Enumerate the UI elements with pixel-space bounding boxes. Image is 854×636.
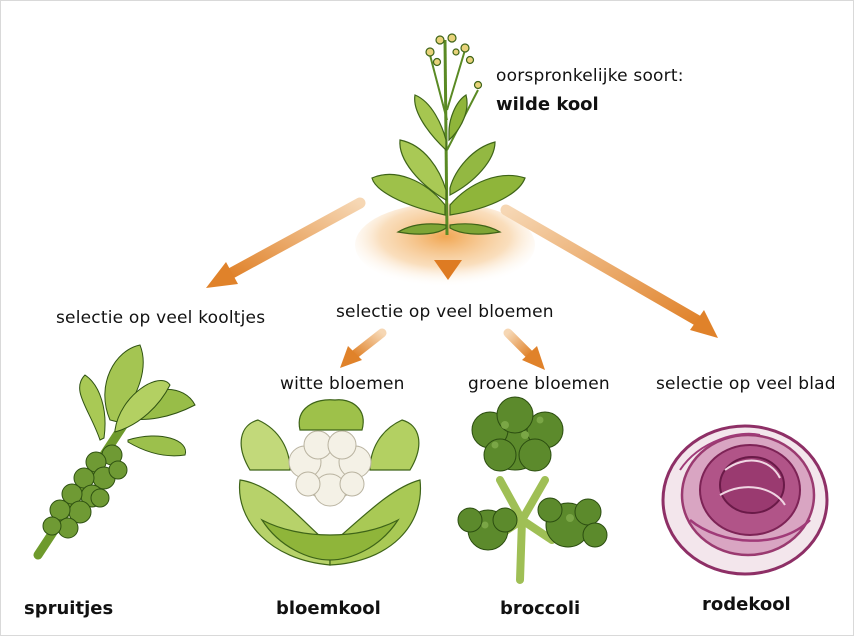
arrow-witte: [340, 333, 382, 368]
brussels-sprouts-illustration: [38, 345, 195, 555]
arrow-left: [206, 203, 360, 288]
selection-bloemen-label: selectie op veel bloemen: [336, 302, 554, 322]
variety-name-rodekool: rodekool: [702, 594, 791, 615]
selection-groene-label: groene bloemen: [468, 374, 610, 394]
variety-name-bloemkool: bloemkool: [276, 598, 381, 619]
origin-name: wilde kool: [496, 94, 599, 115]
broccoli-illustration: [458, 397, 607, 580]
variety-name-spruitjes: spruitjes: [24, 598, 113, 619]
selection-witte-label: witte bloemen: [280, 374, 405, 394]
variety-name-broccoli: broccoli: [500, 598, 580, 619]
selection-kooltjes-label: selectie op veel kooltjes: [56, 308, 265, 328]
selection-blad-label: selectie op veel blad: [656, 374, 836, 394]
origin-label: oorspronkelijke soort:: [496, 66, 684, 86]
red-cabbage-illustration: [663, 426, 827, 574]
cauliflower-illustration: [240, 400, 421, 565]
arrow-groene: [508, 333, 545, 370]
